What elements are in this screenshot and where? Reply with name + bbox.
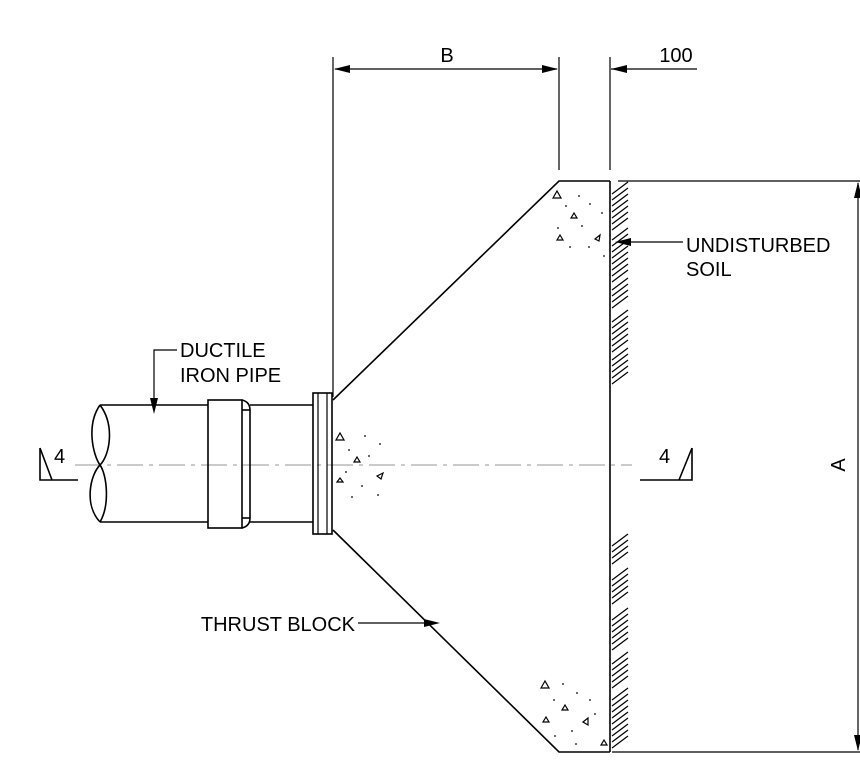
soil-hatch-mark [611, 533, 629, 547]
soil-hatch-mark [611, 625, 629, 639]
soil-hatch-mark [611, 347, 629, 361]
concrete-aggregate [334, 189, 609, 746]
dimension-100-label: 100 [659, 45, 692, 67]
soil-hatch-mark [611, 205, 629, 219]
soil-hatch-mark [611, 289, 629, 303]
soil-hatch-mark [611, 199, 629, 213]
soil-hatch-mark [611, 551, 629, 565]
soil-hatch-mark [611, 675, 629, 689]
soil-hatch-mark [611, 613, 629, 627]
thrust-block-label: THRUST BLOCK [201, 614, 356, 636]
soil-hatch-mark [611, 277, 629, 291]
soil-label-line1: UNDISTURBED [686, 235, 830, 257]
soil-hatch-mark [611, 723, 629, 737]
soil-hatch-mark [611, 591, 629, 605]
soil-hatch-mark [611, 705, 629, 719]
section-label-right: 4 [659, 446, 670, 468]
soil-hatch-mark [611, 657, 629, 671]
soil-hatch-mark [611, 227, 629, 241]
soil-hatch-mark [611, 585, 629, 599]
pipe-leader [150, 349, 177, 414]
dimension-a [612, 180, 860, 753]
soil-hatch-mark [611, 579, 629, 593]
soil-hatch-mark [611, 711, 629, 725]
soil-hatch-mark [611, 735, 629, 749]
soil-hatch-mark [611, 619, 629, 633]
soil-hatch-mark [611, 359, 629, 373]
soil-hatch-mark [611, 637, 629, 651]
soil-hatch-mark [611, 309, 629, 323]
soil-hatch-mark [611, 187, 629, 201]
soil-hatch-mark [611, 631, 629, 645]
soil-hatch-mark [611, 693, 629, 707]
soil-hatch-mark [611, 353, 629, 367]
soil-hatch-mark [611, 371, 629, 385]
pipe-label-line2: IRON PIPE [180, 365, 281, 387]
soil-hatch-mark [611, 365, 629, 379]
soil-hatch-mark [611, 545, 629, 559]
soil-leader [615, 238, 683, 246]
dimension-100 [609, 57, 697, 170]
soil-hatch-mark [611, 211, 629, 225]
soil-hatch-mark [611, 193, 629, 207]
ductile-iron-pipe [89, 392, 333, 535]
soil-hatch-mark [611, 699, 629, 713]
soil-hatch-mark [611, 283, 629, 297]
soil-hatch-mark [611, 245, 629, 259]
soil-hatch-mark [611, 257, 629, 271]
soil-hatch-mark [611, 651, 629, 665]
section-label-left: 4 [54, 446, 65, 468]
soil-label-line2: SOIL [686, 259, 732, 281]
soil-hatch-mark [611, 181, 629, 195]
dimension-b [332, 57, 560, 397]
section-marker-left [39, 447, 78, 481]
soil-hatch-mark [611, 233, 629, 247]
soil-hatch-mark [611, 663, 629, 677]
soil-hatch-mark [611, 539, 629, 553]
soil-hatch-mark [611, 729, 629, 743]
dimension-a-label: A [828, 458, 850, 472]
pipe-label-line1: DUCTILE [180, 340, 266, 362]
soil-hatch-mark [611, 315, 629, 329]
dimension-b-label: B [440, 45, 453, 67]
soil-hatch-mark [611, 669, 629, 683]
thrust-block-leader [358, 619, 440, 627]
soil-hatch-mark [611, 295, 629, 309]
soil-hatch-mark [611, 269, 629, 283]
thrust-block [332, 180, 611, 753]
soil-hatch-mark [611, 573, 629, 587]
soil-hatch-mark [611, 327, 629, 341]
soil-hatch-mark [611, 217, 629, 231]
soil-hatch-mark [611, 333, 629, 347]
soil-hatch-mark [611, 263, 629, 277]
soil-hatch-mark [611, 567, 629, 581]
soil-hatch-mark [611, 687, 629, 701]
soil-hatch-mark [611, 607, 629, 621]
section-marker-right [640, 447, 693, 481]
soil-hatch-mark [611, 251, 629, 265]
soil-hatching [611, 181, 629, 749]
soil-hatch-mark [611, 339, 629, 353]
soil-hatch-mark [611, 321, 629, 335]
soil-hatch-mark [611, 717, 629, 731]
